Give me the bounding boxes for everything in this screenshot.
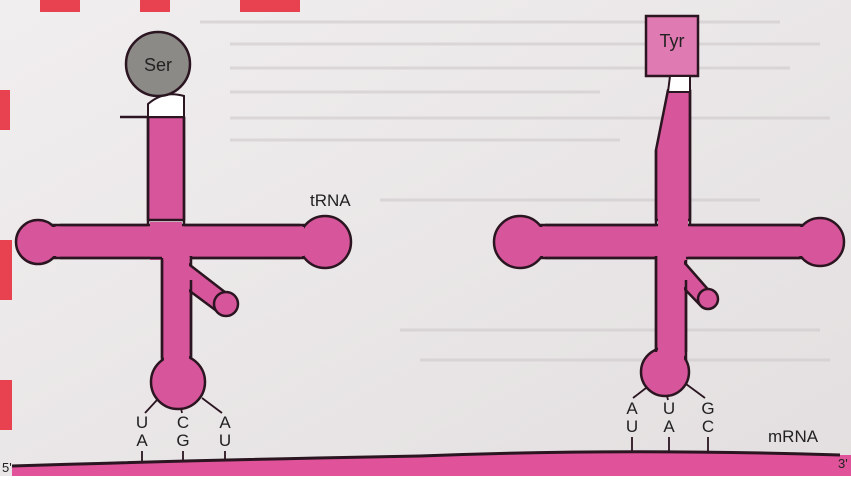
trna-left-seams: [40, 222, 304, 380]
anticodon-right-3: G: [701, 399, 714, 418]
acceptor-stem-left: [146, 115, 186, 222]
trna-label: tRNA: [310, 191, 351, 210]
variable-loop-left: [212, 290, 240, 318]
codon-right-3: C: [702, 417, 714, 436]
edge-artifacts: [0, 0, 300, 430]
mrna-5prime-label: 5': [2, 460, 12, 475]
background-text-lines: [200, 20, 830, 362]
trna-left-outline-fix: [60, 115, 300, 358]
mrna-label: mRNA: [768, 427, 819, 446]
mrna-strip: [12, 451, 851, 476]
ser-label: Ser: [144, 55, 172, 75]
anticodon-left-1: U: [136, 413, 148, 432]
anticodon-left-3: A: [219, 413, 231, 432]
codon-right-2: A: [663, 417, 675, 436]
trna-right-seams: [525, 218, 817, 362]
ser-amino-acid-circle: [124, 30, 192, 98]
codon-ticks: [141, 437, 709, 462]
anticodon-connectors-left: [144, 397, 223, 414]
codon-left-3: U: [219, 431, 231, 450]
acceptor-end-right: [666, 75, 691, 93]
mrna-3prime-label: 3': [838, 456, 848, 471]
right-loop-left: [297, 214, 353, 270]
trna-right-outline-fix: [545, 90, 800, 352]
anticodon-right-2: U: [663, 399, 675, 418]
codon-left-1: A: [136, 431, 148, 450]
anticodon-connectors-right: [632, 383, 706, 401]
mrna-strand-line: [11, 450, 841, 468]
codon-right-1: U: [626, 417, 638, 436]
anticodon-right-1: A: [626, 399, 638, 418]
variable-loop-right: [696, 287, 720, 311]
anticodon-left-2: C: [177, 413, 189, 432]
codon-left-2: G: [176, 431, 189, 450]
tyr-label: Tyr: [660, 31, 685, 51]
